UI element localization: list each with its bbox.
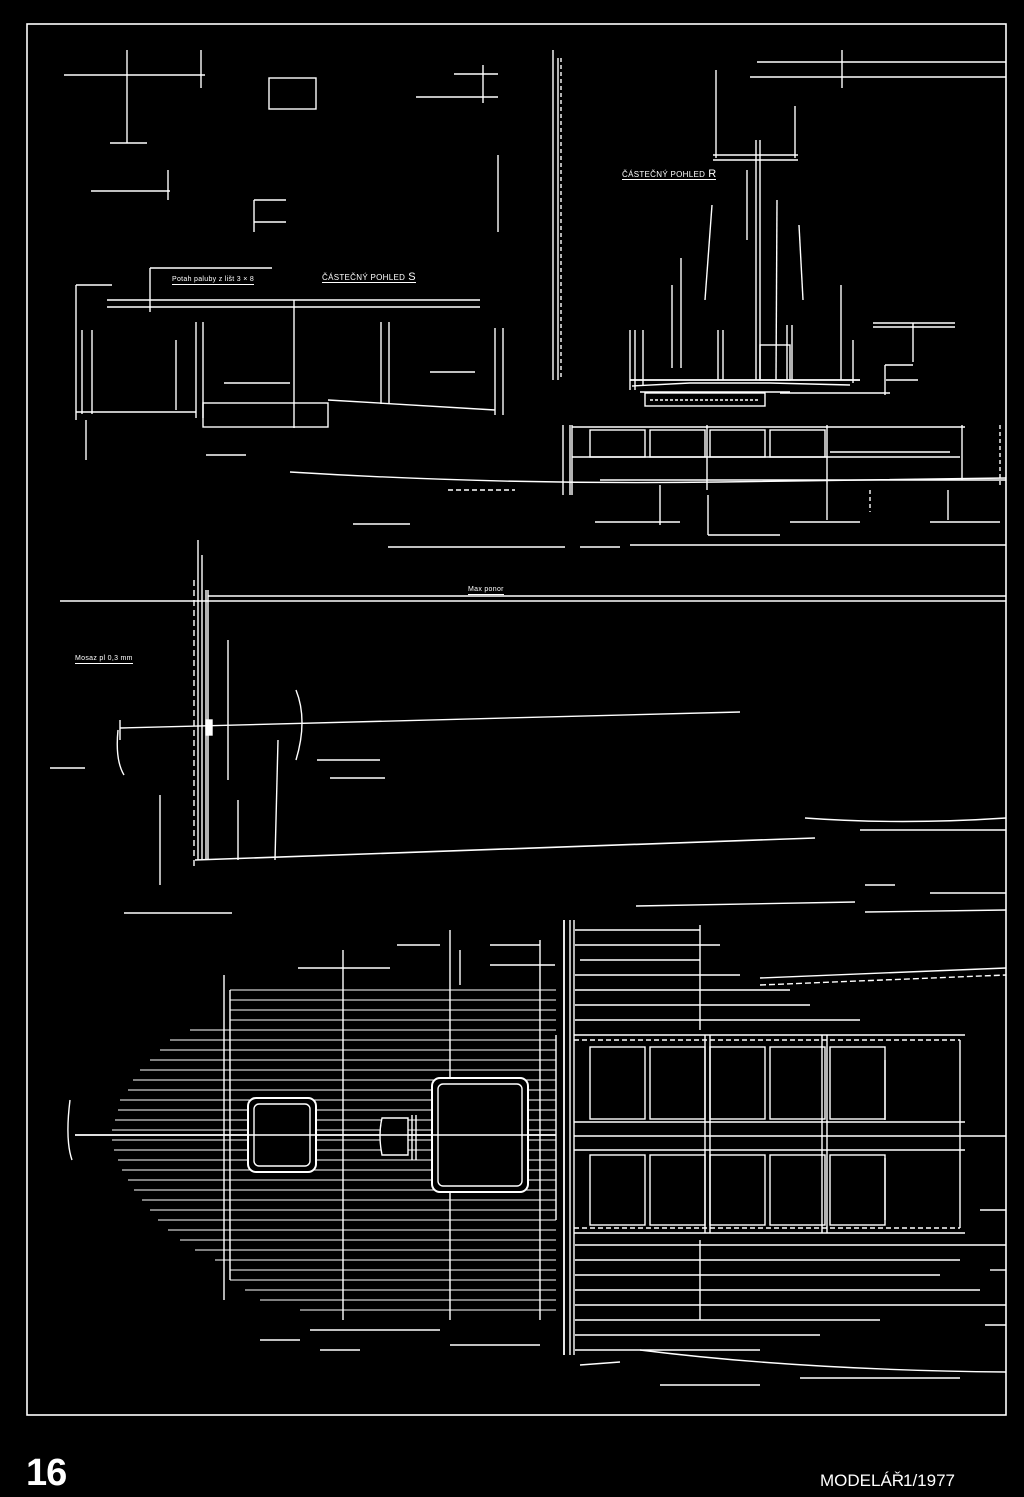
magazine-title: MODELÁŘ	[820, 1471, 905, 1490]
issue-number: 1/1977	[903, 1471, 955, 1490]
deck-cover-label: Potah paluby z lišt 3 × 8	[172, 275, 255, 285]
brass-sheet-label: Mosaz pl 0,3 mm	[75, 654, 133, 664]
vertical-rail	[552, 50, 562, 380]
view-s-title: ČÁSTEČNÝ POHLED	[322, 273, 406, 282]
max-draft-label: Max ponor	[468, 585, 504, 595]
view-s-letter: S	[408, 271, 416, 283]
page-number: 16	[26, 1452, 67, 1494]
max-draft-text: Max ponor	[468, 586, 504, 593]
brass-sheet-text: Mosaz pl 0,3 mm	[75, 655, 133, 662]
sheet-frame	[26, 23, 1007, 1416]
deck-cover-text: Potah paluby z lišt 3 × 8	[172, 276, 255, 283]
view-s-drawing	[75, 267, 504, 460]
drawing-sheet	[26, 23, 1007, 1416]
view-r-title: ČÁSTEČNÝ POHLED	[622, 170, 706, 179]
deck-plan	[67, 920, 1007, 1386]
bulwark-elevation	[289, 425, 1007, 548]
view-r-letter: R	[708, 168, 717, 180]
top-left-detail	[64, 50, 499, 232]
view-r-drawing	[629, 50, 1006, 407]
rudder-section	[50, 540, 1007, 914]
